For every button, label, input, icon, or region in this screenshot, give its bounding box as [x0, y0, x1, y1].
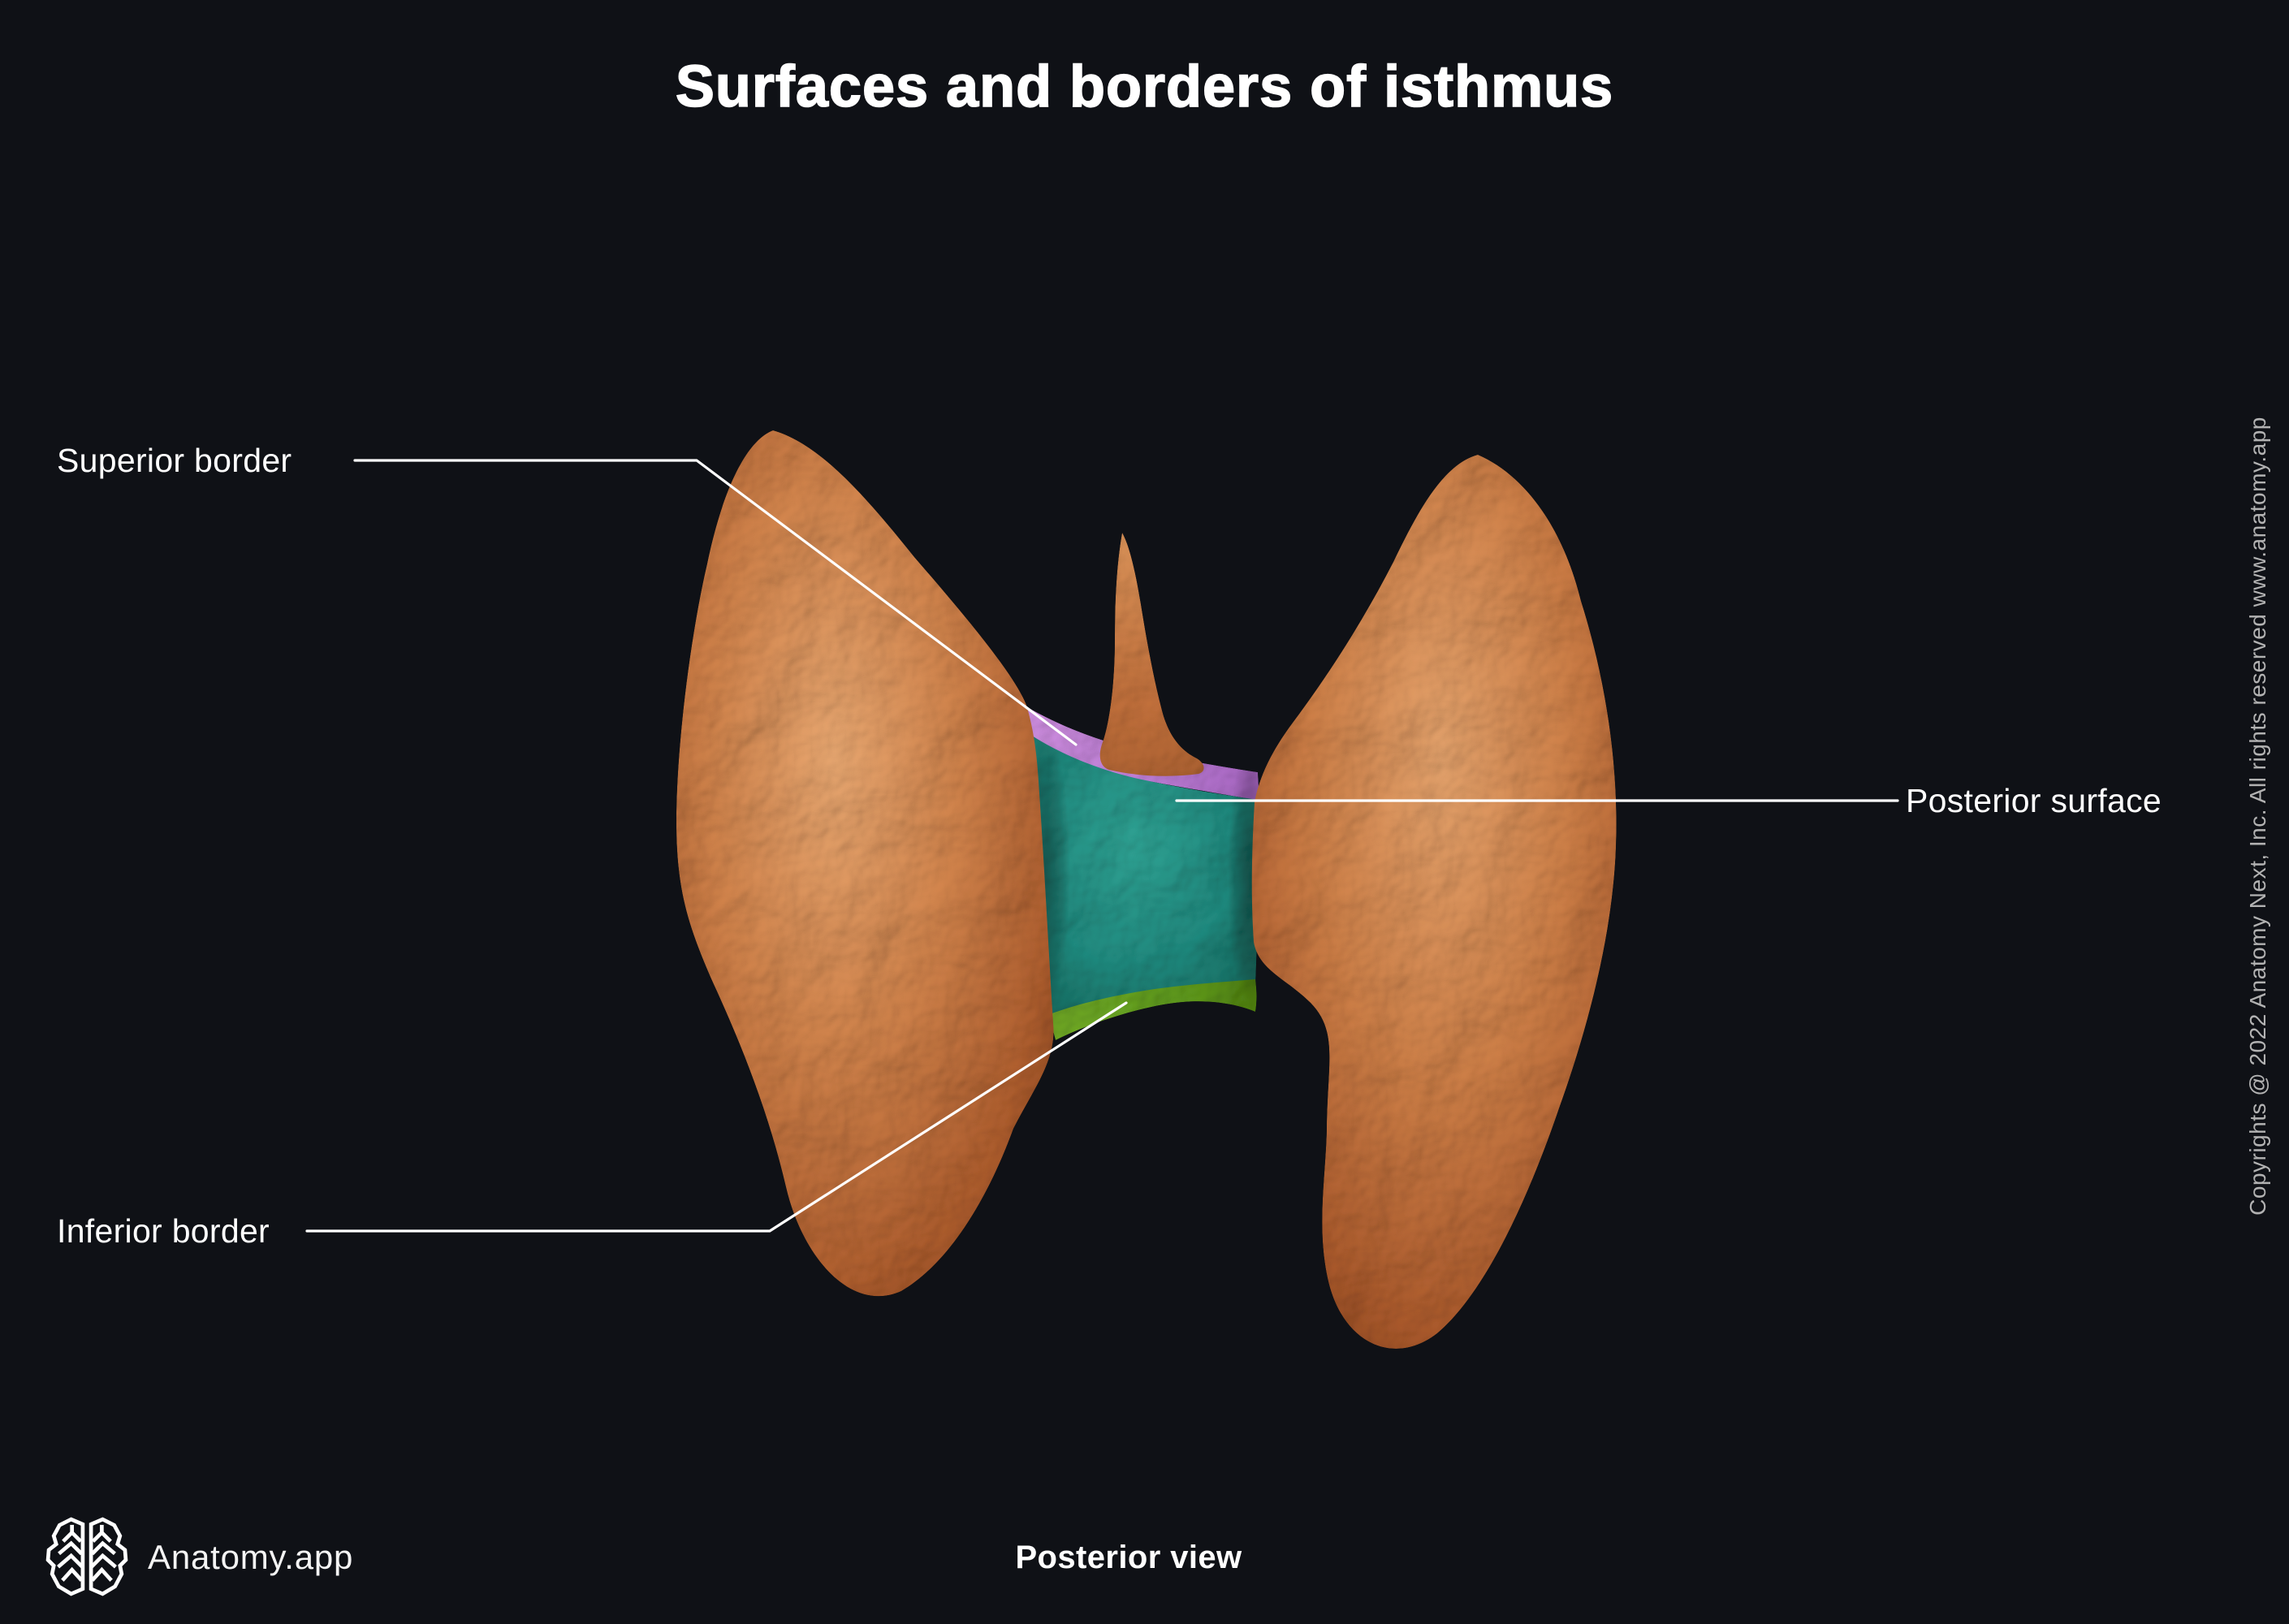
brain-icon [45, 1517, 128, 1596]
pyramidal-lobe [1099, 533, 1204, 776]
thyroid-gland [676, 430, 1617, 1349]
right-lobe [1251, 455, 1617, 1349]
inferior-border-leader-line [305, 1001, 1128, 1233]
view-caption: Posterior view [1015, 1540, 1242, 1575]
brain-right-hemisphere [89, 1517, 128, 1596]
posterior-surface-highlight [1016, 724, 1259, 1023]
page-title: Surfaces and borders of isthmus [675, 54, 1614, 120]
brain-left-hemisphere [45, 1517, 85, 1596]
label-posterior-surface: Posterior surface [1906, 782, 2162, 819]
leader-lines [305, 459, 1899, 1233]
brand-lockup: Anatomy.app [45, 1515, 353, 1600]
label-inferior-border: Inferior border [57, 1212, 270, 1250]
copyright-notice: Copyrights @ 2022 Anatomy Next, Inc. All… [2245, 417, 2270, 1216]
inferior-border-highlight [1050, 979, 1257, 1040]
superior-border-leader-line [353, 459, 1078, 746]
superior-border-highlight [1012, 698, 1259, 801]
brand-name: Anatomy.app [148, 1538, 354, 1576]
label-superior-border: Superior border [57, 442, 292, 479]
left-lobe [676, 430, 1054, 1297]
